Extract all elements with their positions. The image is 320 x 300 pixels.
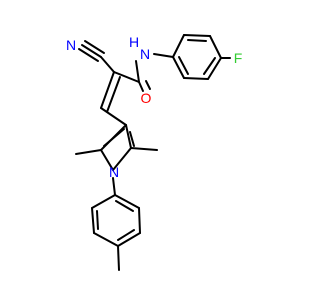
carbonyl-double-bond-b	[145, 80, 151, 90]
carbonyl-c-to-n-bond	[135, 60, 140, 83]
tolyl-ring-bond-5	[138, 207, 141, 234]
fluorophenyl-ring-bond-5	[183, 77, 209, 80]
tolyl-ring-bond-4	[117, 232, 141, 247]
pyrrole-n-to-tolyl-bond	[112, 177, 116, 196]
fluorophenyl-ring-bond-2	[183, 34, 211, 37]
alkene-ch-to-pyrrole-bond	[100, 107, 127, 126]
fluorophenyl-ring-bond-1	[172, 34, 185, 58]
structure-canvas: N H N F O N	[66, 34, 243, 271]
molecule-structure: N H N F O N	[66, 34, 243, 271]
alpha-c-to-carbonyl-c-bond	[113, 71, 140, 83]
nitrile-nitrogen-label: N	[66, 37, 76, 53]
fluorophenyl-ring-bond-6	[172, 56, 185, 79]
pyrrole-methyl-left-bond	[75, 149, 102, 155]
nitrile-triple-bond-outer-b	[84, 40, 105, 54]
carbonyl-double-bond-a	[138, 81, 144, 92]
tolyl-ring-bond-1	[91, 194, 116, 209]
pyrrole-ring-bond-c3-c2	[125, 124, 132, 149]
nitrile-triple-bond-center	[81, 44, 102, 58]
tolyl-ring-bond-2	[91, 207, 95, 234]
fluorophenyl-ring-inner-bond-b	[203, 57, 216, 75]
carbonyl-oxygen-label: O	[141, 90, 152, 106]
nitrile-c-to-alpha-c-bond	[100, 56, 115, 73]
pyrrole-nitrogen-label: N	[109, 164, 119, 180]
amide-hydrogen-label: H	[129, 34, 139, 50]
amide-nitrogen-label: N	[140, 46, 150, 62]
alkene-double-bond-b	[106, 76, 121, 113]
pyrrole-ring-bond-c2-n	[112, 147, 132, 171]
amide-n-to-aryl-bond	[153, 53, 174, 58]
fluorophenyl-ring-bond-3	[209, 35, 222, 59]
pyrrole-ring-inner-bond-b	[103, 128, 125, 147]
fluorophenyl-ring-bond-4	[207, 57, 222, 80]
tolyl-ring-bond-6	[114, 194, 140, 209]
alkene-double-bond-a	[100, 71, 115, 109]
fluorine-label: F	[234, 50, 243, 66]
tolyl-methyl-bond	[117, 245, 120, 271]
fluorophenyl-ring-inner-bond-c	[178, 56, 189, 75]
pyrrole-methyl-right-bond	[130, 147, 158, 151]
pyrrole-ring-inner-bond-a	[129, 131, 135, 147]
tolyl-ring-inner-bond-c	[115, 200, 134, 212]
tolyl-ring-inner-bond-b	[117, 229, 135, 241]
pyrrole-ring-bond-n-c5	[100, 149, 114, 171]
fluorophenyl-ring-inner-bond-a	[187, 39, 207, 42]
tolyl-ring-inner-bond-a	[96, 210, 99, 230]
nitrile-triple-bond-outer-a	[78, 48, 99, 62]
tolyl-ring-bond-3	[93, 232, 119, 247]
